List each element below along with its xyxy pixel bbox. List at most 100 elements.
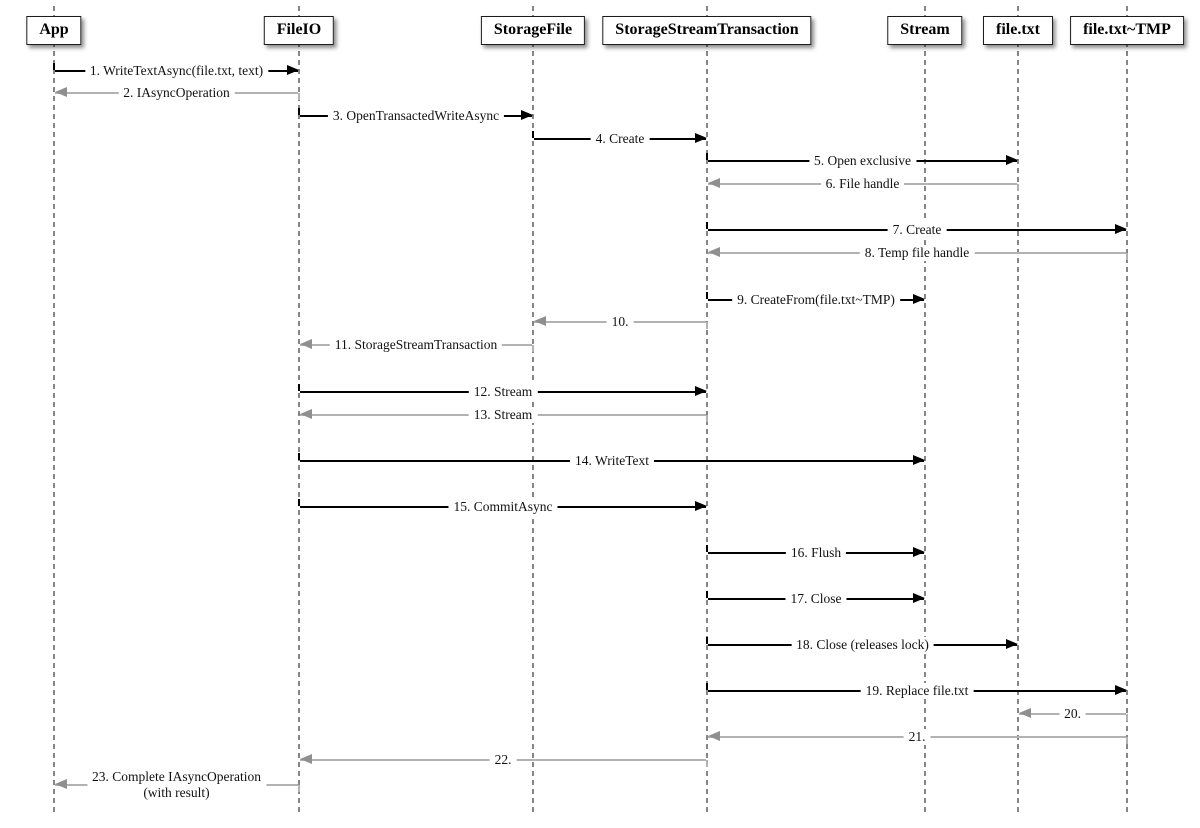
- participant-label-filetxt: file.txt: [996, 21, 1040, 38]
- message-14-label: 14. WriteText: [570, 453, 654, 469]
- message-12-label: 12. Stream: [468, 384, 538, 400]
- message-10-arrowhead: [534, 316, 546, 326]
- message-14-source-tick: [298, 453, 300, 460]
- message-13-label-text: 13. Stream: [473, 407, 533, 422]
- participant-filetxt: file.txt: [983, 16, 1053, 45]
- lifeline-stream: [924, 6, 926, 812]
- message-11-arrowhead: [300, 339, 312, 349]
- message-5-label-text: 5. Open exclusive: [813, 153, 912, 168]
- message-18-arrowhead: [1006, 639, 1018, 649]
- message-16-source-tick: [706, 545, 708, 552]
- lifeline-sst: [706, 6, 708, 812]
- message-5-arrowhead: [1006, 155, 1018, 165]
- message-14-arrowhead: [913, 455, 925, 465]
- participant-label-filetxttmp: file.txt~TMP: [1083, 21, 1171, 38]
- message-20-label-text: 20.: [1064, 706, 1081, 721]
- message-1-label: 1. WriteTextAsync(file.txt, text): [84, 63, 269, 79]
- message-2-label: 2. IAsyncOperation: [118, 85, 235, 101]
- message-19-arrowhead: [1115, 685, 1127, 695]
- message-3-label-text: 3. OpenTransactedWriteAsync: [332, 108, 500, 123]
- message-11-label: 11. StorageStreamTransaction: [329, 337, 503, 353]
- message-15-source-tick: [298, 499, 300, 506]
- message-15-label-text: 15. CommitAsync: [453, 499, 553, 514]
- message-18-label: 18. Close (releases lock): [791, 637, 934, 653]
- message-23-source-tick: [298, 785, 300, 792]
- message-4-label: 4. Create: [590, 131, 650, 147]
- message-9-label-text: 9. CreateFrom(file.txt~TMP): [737, 292, 895, 307]
- message-2-arrowhead: [55, 87, 67, 97]
- message-16-label: 16. Flush: [785, 545, 847, 561]
- message-18-label-text: 18. Close (releases lock): [796, 637, 929, 652]
- message-1-source-tick: [53, 63, 55, 70]
- message-3-label: 3. OpenTransactedWriteAsync: [327, 108, 505, 124]
- message-22-arrowhead: [300, 754, 312, 764]
- message-21-arrowhead: [708, 731, 720, 741]
- message-22-label: 22.: [489, 752, 517, 768]
- participant-stream: Stream: [887, 16, 963, 45]
- message-17-source-tick: [706, 591, 708, 598]
- message-20-arrowhead: [1019, 708, 1031, 718]
- participant-app: App: [26, 16, 82, 45]
- message-21-source-tick: [1126, 737, 1128, 744]
- message-15-arrowhead: [695, 501, 707, 511]
- message-9-source-tick: [706, 292, 708, 299]
- message-23-label: 23. Complete IAsyncOperation(with result…: [86, 769, 267, 801]
- message-18-source-tick: [706, 637, 708, 644]
- message-19-label-text: 19. Replace file.txt: [865, 683, 969, 698]
- message-10-source-tick: [706, 322, 708, 329]
- message-4-arrowhead: [695, 133, 707, 143]
- message-11-label-text: 11. StorageStreamTransaction: [334, 337, 498, 352]
- message-12-arrowhead: [695, 386, 707, 396]
- message-5-label: 5. Open exclusive: [808, 153, 917, 169]
- message-12-label-text: 12. Stream: [473, 384, 533, 399]
- message-13-arrowhead: [300, 409, 312, 419]
- participant-label-sst: StorageStreamTransaction: [615, 21, 799, 38]
- message-3-arrowhead: [521, 110, 533, 120]
- message-12-source-tick: [298, 384, 300, 391]
- lifeline-app: [53, 6, 55, 812]
- message-2-label-text: 2. IAsyncOperation: [123, 85, 230, 100]
- message-15-label: 15. CommitAsync: [448, 499, 558, 515]
- participant-storagefile: StorageFile: [480, 16, 586, 45]
- message-3-source-tick: [298, 108, 300, 115]
- lifeline-filetxt: [1017, 6, 1019, 812]
- participant-label-app: App: [39, 21, 69, 38]
- message-23-label-text-2: (with result): [143, 785, 210, 800]
- participant-label-stream: Stream: [900, 21, 950, 38]
- message-7-label: 7. Create: [887, 222, 947, 238]
- message-6-source-tick: [1017, 184, 1019, 191]
- participant-fileio: FileIO: [263, 16, 335, 45]
- message-8-source-tick: [1126, 253, 1128, 260]
- message-20-label: 20.: [1059, 706, 1086, 722]
- message-5-source-tick: [706, 153, 708, 160]
- message-13-source-tick: [706, 415, 708, 422]
- message-4-source-tick: [532, 131, 534, 138]
- message-17-label-text: 17. Close: [790, 591, 842, 606]
- message-6-arrowhead: [708, 178, 720, 188]
- message-2-source-tick: [298, 93, 300, 100]
- message-13-label: 13. Stream: [468, 407, 538, 423]
- message-14-label-text: 14. WriteText: [575, 453, 649, 468]
- message-23-arrowhead: [55, 779, 67, 789]
- message-8-arrowhead: [708, 247, 720, 257]
- lifeline-filetxttmp: [1126, 6, 1128, 812]
- participant-filetxttmp: file.txt~TMP: [1070, 16, 1184, 45]
- message-16-label-text: 16. Flush: [790, 545, 842, 560]
- message-21-label-text: 21.: [908, 729, 926, 744]
- message-9-arrowhead: [913, 294, 925, 304]
- message-17-arrowhead: [913, 593, 925, 603]
- message-9-label: 9. CreateFrom(file.txt~TMP): [732, 292, 900, 308]
- message-7-arrowhead: [1115, 224, 1127, 234]
- message-1-arrowhead: [287, 65, 299, 75]
- message-8-label: 8. Temp file handle: [859, 245, 975, 261]
- message-16-arrowhead: [913, 547, 925, 557]
- participant-label-fileio: FileIO: [276, 21, 322, 38]
- message-8-label-text: 8. Temp file handle: [864, 245, 970, 260]
- message-11-source-tick: [532, 345, 534, 352]
- message-7-source-tick: [706, 222, 708, 229]
- message-4-label-text: 4. Create: [595, 131, 645, 146]
- message-19-label: 19. Replace file.txt: [860, 683, 974, 699]
- message-22-label-text: 22.: [494, 752, 512, 767]
- message-20-source-tick: [1126, 714, 1128, 721]
